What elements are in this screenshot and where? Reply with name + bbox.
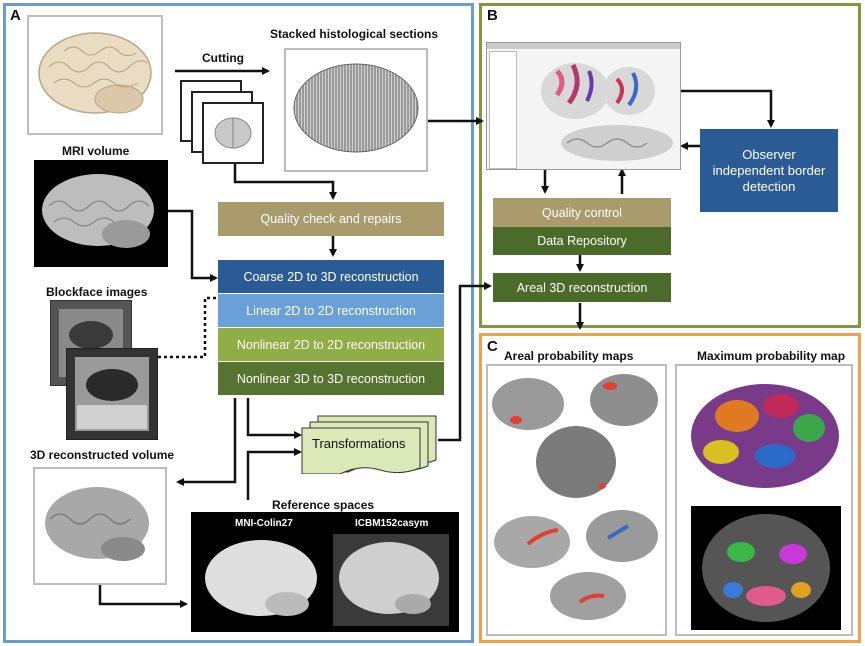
- coarse-reconstruction-box: Coarse 2D to 3D reconstruction: [218, 260, 444, 293]
- observer-line-1: Observer: [742, 146, 796, 162]
- areal-maps-icon: [492, 374, 658, 620]
- reconstructed-brain-icon: [45, 487, 149, 561]
- screenshot-sidebar: [489, 51, 517, 169]
- stacked-sections-image: [284, 48, 428, 172]
- reconstructed-label: 3D reconstructed volume: [30, 448, 175, 462]
- observer-detection-box: Observer independent border detection: [700, 129, 838, 212]
- screenshot-titlebar: [487, 43, 680, 49]
- section-icon: [214, 117, 252, 149]
- panel-a-letter: A: [10, 7, 21, 24]
- reconstructed-volume-image: [33, 467, 167, 585]
- stacked-sections-label: Stacked histological sections: [270, 27, 439, 41]
- areal-maps-image: [486, 364, 667, 636]
- max-map-icon: [691, 384, 841, 630]
- transformations-label: Transformations: [312, 436, 406, 451]
- cutting-label: Cutting: [202, 51, 244, 65]
- quality-control-box: Quality control: [493, 198, 671, 227]
- observer-line-2: independent border: [712, 162, 826, 178]
- mri-label: MRI volume: [62, 144, 130, 158]
- panel-c-letter: C: [487, 338, 498, 355]
- stacked-brain-icon: [293, 63, 419, 153]
- blockface-icon: [75, 357, 149, 431]
- max-map-label: Maximum probability map: [697, 349, 846, 363]
- panel-b-border: [479, 3, 861, 328]
- brain-photo: [27, 15, 163, 135]
- reference-spaces-label: Reference spaces: [272, 498, 375, 512]
- transformations-shape: [301, 415, 437, 474]
- blockface-image-front: [66, 348, 158, 440]
- software-screenshot: [486, 42, 681, 170]
- section-atlas-icon: [541, 63, 673, 161]
- blockface-label: Blockface images: [46, 285, 148, 299]
- nonlinear-3d-box: Nonlinear 3D to 3D reconstruction: [218, 362, 444, 395]
- nonlinear-2d-box: Nonlinear 2D to 2D reconstruction: [218, 328, 444, 361]
- ref-space-icbm-label: ICBM152casym: [355, 518, 429, 529]
- quality-check-box: Quality check and repairs: [218, 202, 444, 236]
- reference-spaces-image: MNI-Colin27 ICBM152casym: [191, 512, 459, 632]
- mri-volume-image: [34, 160, 168, 267]
- ref-space-mni-label: MNI-Colin27: [235, 518, 293, 529]
- panel-c-border: [479, 333, 861, 643]
- areal-3d-box: Areal 3D reconstruction: [493, 273, 671, 302]
- observer-line-3: detection: [742, 178, 796, 194]
- data-repository-box: Data Repository: [493, 227, 671, 255]
- reference-brains-icon: [205, 534, 449, 626]
- section-sheet: [202, 102, 264, 164]
- areal-maps-label: Areal probability maps: [504, 349, 634, 363]
- mri-brain-icon: [42, 174, 154, 248]
- panel-b-letter: B: [487, 7, 498, 24]
- linear-reconstruction-box: Linear 2D to 2D reconstruction: [218, 294, 444, 327]
- brain-photo-icon: [38, 32, 152, 114]
- max-map-image: [675, 364, 853, 636]
